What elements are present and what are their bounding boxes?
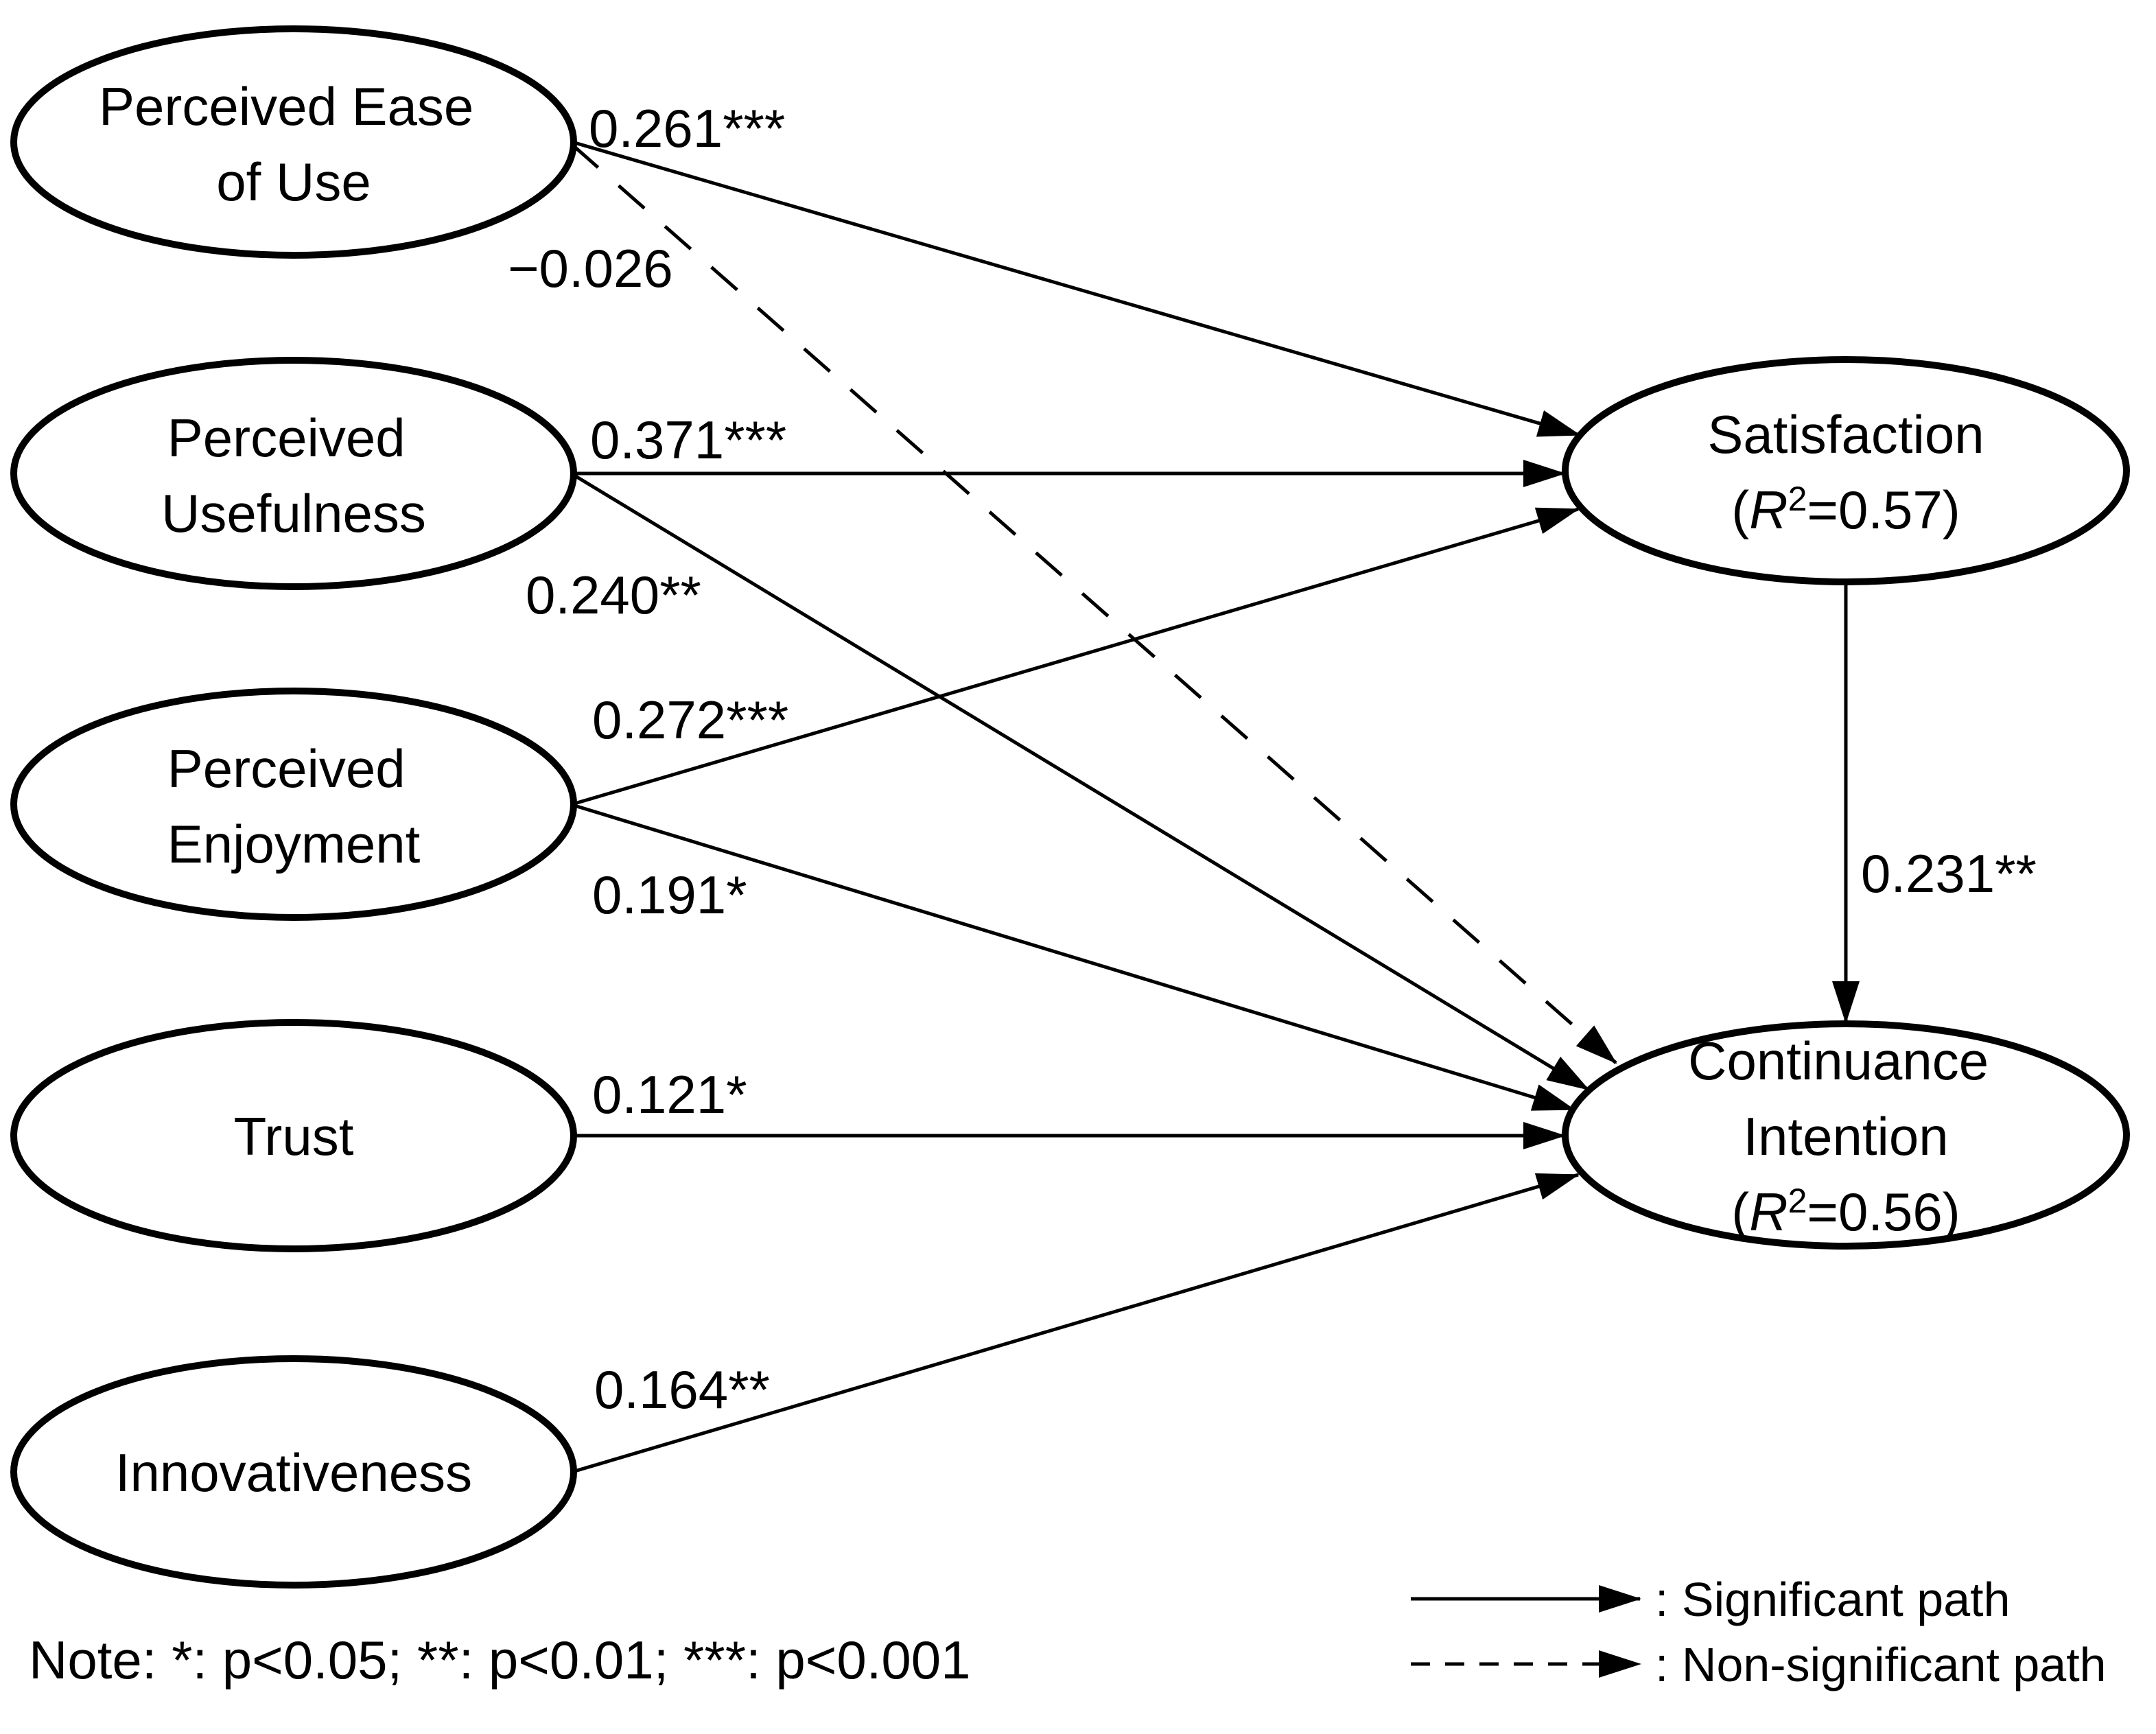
coef-label-pu-ci: 0.240** (526, 565, 701, 625)
coef-label-satisfaction-ci: 0.231** (1861, 843, 2037, 904)
node-ellipse-trust (10, 1019, 577, 1252)
legend: : Significant path : Non-significant pat… (1411, 1573, 2107, 1691)
path-pe-to-ci (572, 803, 1575, 1112)
path-pu-to-ci (571, 472, 1590, 1092)
node-label-satisfaction: Satisfaction (1707, 404, 1984, 465)
node-label-satisfaction-r2: (R2=0.57) (1731, 480, 1960, 540)
path-peu-to-ci-nonsignificant (571, 143, 1617, 1064)
node-label-innovativeness: Innovativeness (115, 1442, 472, 1503)
node-label-continuance-intention: Continuance Intention (1688, 1031, 2004, 1167)
coef-label-pe-satisfaction: 0.272*** (592, 690, 788, 750)
path-peu-to-satisfaction (572, 140, 1581, 437)
coef-label-peu-satisfaction: 0.261*** (589, 98, 785, 159)
node-ellipse-innovativeness (10, 1355, 577, 1589)
node-label-trust: Trust (234, 1106, 354, 1167)
legend-significant-label: : Significant path (1655, 1573, 2011, 1626)
node-ellipse-perceived-ease-of-use (10, 25, 577, 259)
node-label-perceived-enjoyment: Perceived Enjoyment (167, 738, 421, 874)
significance-note: Note: *: p<0.05; **: p<0.01; ***: p<0.00… (29, 1630, 971, 1690)
node-ellipse-satisfaction (1562, 356, 2130, 585)
coef-label-innovativeness-ci: 0.164** (594, 1359, 770, 1420)
path-pe-to-satisfaction (572, 507, 1580, 806)
node-label-perceived-ease-of-use: Perceived Ease of Use (99, 76, 489, 212)
legend-nonsignificant-label: : Non-significant path (1655, 1638, 2107, 1691)
node-ellipse-continuance-intention (1562, 1020, 2130, 1250)
node-ellipse-perceived-usefulness (10, 357, 577, 590)
coef-label-trust-ci: 0.121* (592, 1064, 747, 1125)
coef-label-pe-ci: 0.191* (592, 865, 747, 925)
coef-label-peu-ci: −0.026 (508, 238, 673, 298)
path-innovativeness-to-ci (572, 1173, 1580, 1474)
node-label-continuance-intention-r2: (R2=0.56) (1731, 1182, 1960, 1242)
coef-label-pu-satisfaction: 0.371*** (590, 410, 786, 470)
node-label-perceived-usefulness: Perceived Usefulness (161, 408, 426, 543)
node-ellipse-perceived-enjoyment (10, 688, 577, 921)
